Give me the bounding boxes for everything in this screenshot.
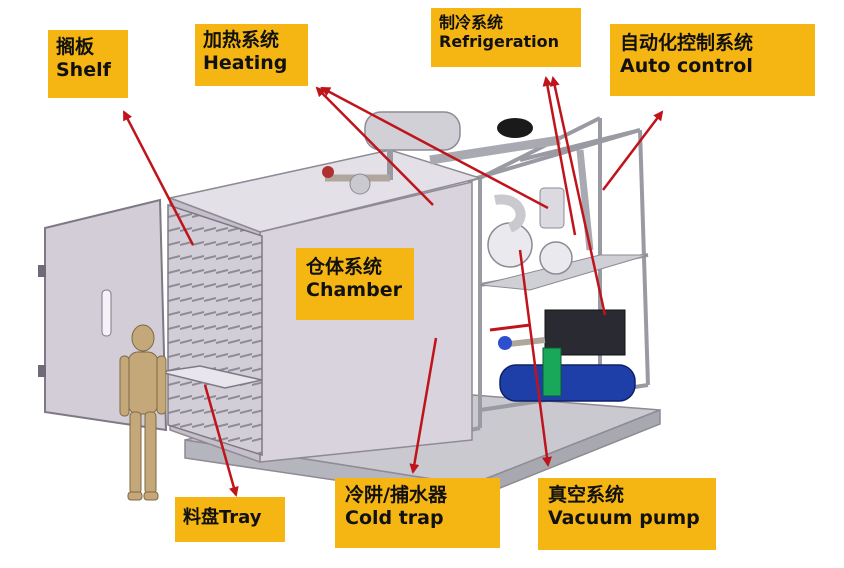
tray — [159, 365, 263, 389]
label-tray-en: Tray — [219, 507, 262, 528]
label-heating-en: Heating — [203, 51, 288, 74]
label-vacuum-pump-en: Vacuum pump — [548, 506, 700, 529]
label-chamber-en: Chamber — [306, 278, 402, 301]
label-tray: 料盘Tray — [175, 497, 285, 542]
label-cold-trap-en: Cold trap — [345, 506, 444, 529]
arrow-refrig-b — [549, 76, 607, 316]
label-shelf: 搁板 Shelf — [48, 30, 128, 98]
shelf-stack — [167, 203, 263, 457]
label-refrigeration: 制冷系统 Refrigeration — [431, 8, 581, 67]
label-auto-control: 自动化控制系统 Auto control — [610, 24, 815, 96]
label-auto-control-zh: 自动化控制系统 — [620, 32, 754, 54]
label-vacuum-pump-zh: 真空系统 — [548, 484, 625, 506]
label-vacuum-pump: 真空系统 Vacuum pump — [538, 478, 716, 550]
label-tray-zh: 料盘 — [183, 507, 219, 528]
arrow-heating-b — [320, 86, 549, 210]
arrow-shelf — [122, 110, 195, 246]
label-chamber: 仓体系统 Chamber — [296, 248, 414, 320]
arrow-heating-a — [315, 86, 434, 206]
compressor-units — [489, 309, 636, 402]
arrow-refrig-a — [542, 76, 577, 236]
label-auto-control-en: Auto control — [620, 54, 753, 77]
label-refrigeration-en: Refrigeration — [439, 32, 560, 52]
label-shelf-zh: 搁板 — [56, 36, 95, 58]
label-refrigeration-zh: 制冷系统 — [439, 13, 504, 32]
label-shelf-en: Shelf — [56, 58, 111, 81]
label-chamber-zh: 仓体系统 — [306, 256, 383, 278]
label-cold-trap: 冷阱/捕水器 Cold trap — [335, 478, 500, 548]
arrow-coldtrap — [409, 337, 438, 474]
arrow-tray — [203, 384, 239, 497]
callout-arrows — [122, 76, 664, 497]
arrow-auto — [602, 110, 664, 191]
label-cold-trap-zh: 冷阱/捕水器 — [345, 484, 447, 506]
label-heating-zh: 加热系统 — [203, 29, 280, 51]
label-heating: 加热系统 Heating — [195, 24, 308, 86]
human-figure — [119, 324, 167, 501]
arrow-vacuum — [518, 249, 552, 467]
